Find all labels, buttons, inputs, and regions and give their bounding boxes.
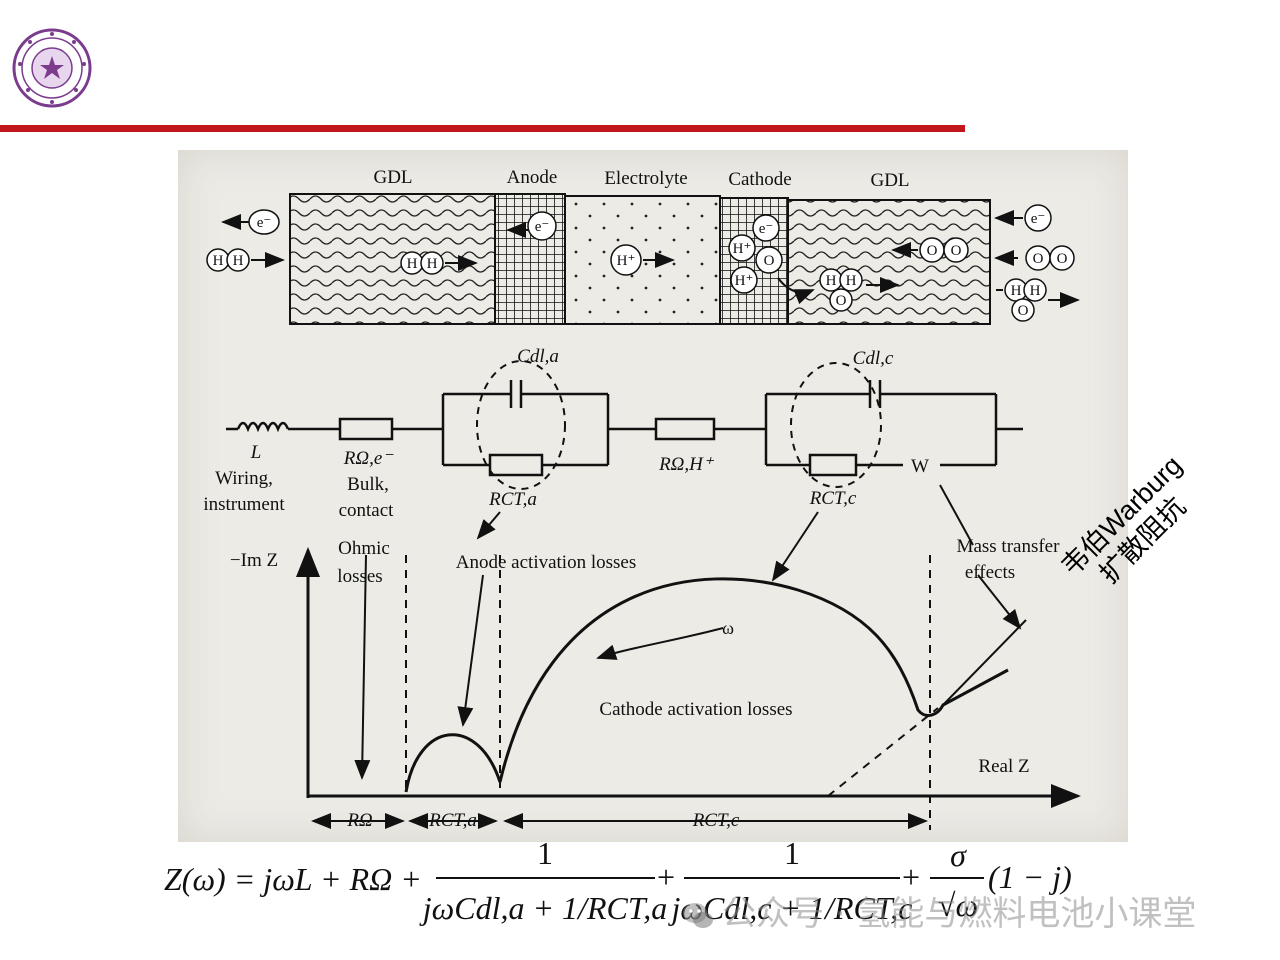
- omega-label: ω: [722, 618, 734, 638]
- wechat-icon: [683, 902, 713, 928]
- ohmic-label-line1: Ohmic: [338, 538, 390, 559]
- layer-electrolyte: Electrolyte: [604, 168, 687, 189]
- fuel-cell-figure: GDL Anode Electrolyte Cathode GDL e⁻: [178, 150, 1128, 842]
- membrane-resistor-label: RΩ,H⁺: [658, 454, 715, 475]
- header-rule: [0, 125, 965, 132]
- cathode-resistor-label: RCT,c: [809, 488, 857, 509]
- h-atom: H: [1011, 283, 1022, 299]
- inductor-label: L: [250, 442, 262, 463]
- omega-arrow: [596, 627, 724, 660]
- bulk-resistor-label: RΩ,e⁻: [343, 448, 395, 469]
- university-seal-icon: [12, 28, 92, 108]
- o-atom: O: [951, 243, 962, 259]
- frac3-denominator: √ω: [938, 887, 978, 923]
- watermark-text: 公众号 · 氢能与燃料电池小课堂: [722, 894, 1197, 934]
- segment-r-ohm: RΩ: [346, 810, 373, 831]
- h-atom: H: [427, 256, 438, 272]
- h-atom: H: [213, 253, 224, 269]
- electron-label: e⁻: [1031, 211, 1046, 227]
- anode-activation-label: Anode activation losses: [456, 552, 636, 573]
- frac1-numerator: 1: [537, 842, 553, 871]
- formula-tail: (1 − j): [988, 859, 1072, 895]
- cathode-arc: [498, 577, 1009, 783]
- mass-transfer-line1: Mass transfer: [957, 536, 1061, 557]
- cathode-capacitor-label: Cdl,c: [853, 348, 894, 369]
- h-atom: H: [846, 273, 857, 289]
- h-atom: H: [407, 256, 418, 272]
- proton-label: H⁺: [733, 241, 752, 257]
- formula-lhs: Z(ω) = jωL + RΩ +: [164, 861, 422, 897]
- h-atom: H: [1030, 283, 1041, 299]
- o-atom: O: [1057, 251, 1068, 267]
- y-axis-label: −Im Z: [230, 550, 278, 571]
- cathode-activation-label: Cathode activation losses: [599, 699, 792, 720]
- layer-cathode: Cathode: [728, 169, 791, 190]
- h-atom: H: [826, 273, 837, 289]
- bulk-desc-line2: contact: [339, 500, 395, 521]
- impedance-formula: Z(ω) = jωL + RΩ + 1 jωCdl,a + 1/RCT,a + …: [164, 842, 1072, 926]
- frac1-denominator: jωCdl,a + 1/RCT,a: [419, 890, 668, 926]
- electron-label: e⁻: [257, 215, 272, 231]
- o-atom: O: [1033, 251, 1044, 267]
- x-axis-label: Real Z: [978, 756, 1029, 777]
- o-atom: O: [764, 253, 775, 269]
- nyquist-plot: [296, 547, 1081, 830]
- formula-plus: +: [657, 859, 675, 895]
- proton-label: H⁺: [735, 273, 754, 289]
- inductor-desc-line2: instrument: [203, 494, 285, 515]
- mass-transfer-line2: effects: [965, 562, 1015, 583]
- o-atom: O: [1018, 303, 1029, 319]
- equivalent-circuit: [226, 360, 1023, 490]
- formula-plus-2: +: [902, 859, 920, 895]
- layer-anode: Anode: [507, 167, 558, 188]
- o-atom: O: [927, 243, 938, 259]
- warburg-element-label: W: [911, 456, 929, 477]
- anode-resistor-label: RCT,a: [488, 489, 537, 510]
- segment-r-ct-a: RCT,a: [428, 810, 477, 831]
- frac2-numerator: 1: [784, 842, 800, 871]
- anode-capacitor-label: Cdl,a: [517, 346, 559, 367]
- anode-arc: [404, 733, 502, 793]
- layer-gdl-cathode: GDL: [870, 170, 909, 191]
- ohmic-label-line2: losses: [337, 566, 382, 587]
- o-atom: O: [836, 293, 847, 309]
- bulk-desc-line1: Bulk,: [347, 474, 389, 495]
- electron-label: e⁻: [759, 221, 774, 237]
- watermark: 公众号 · 氢能与燃料电池小课堂: [680, 886, 1280, 936]
- frac3-numerator: σ: [950, 842, 967, 873]
- layer-gdl-anode: GDL: [373, 167, 412, 188]
- segment-r-ct-c: RCT,c: [692, 810, 740, 831]
- proton-label: H⁺: [617, 253, 636, 269]
- electron-label: e⁻: [535, 219, 550, 235]
- h-atom: H: [233, 253, 244, 269]
- cell-stack: [289, 193, 991, 325]
- inductor-desc-line1: Wiring,: [215, 468, 273, 489]
